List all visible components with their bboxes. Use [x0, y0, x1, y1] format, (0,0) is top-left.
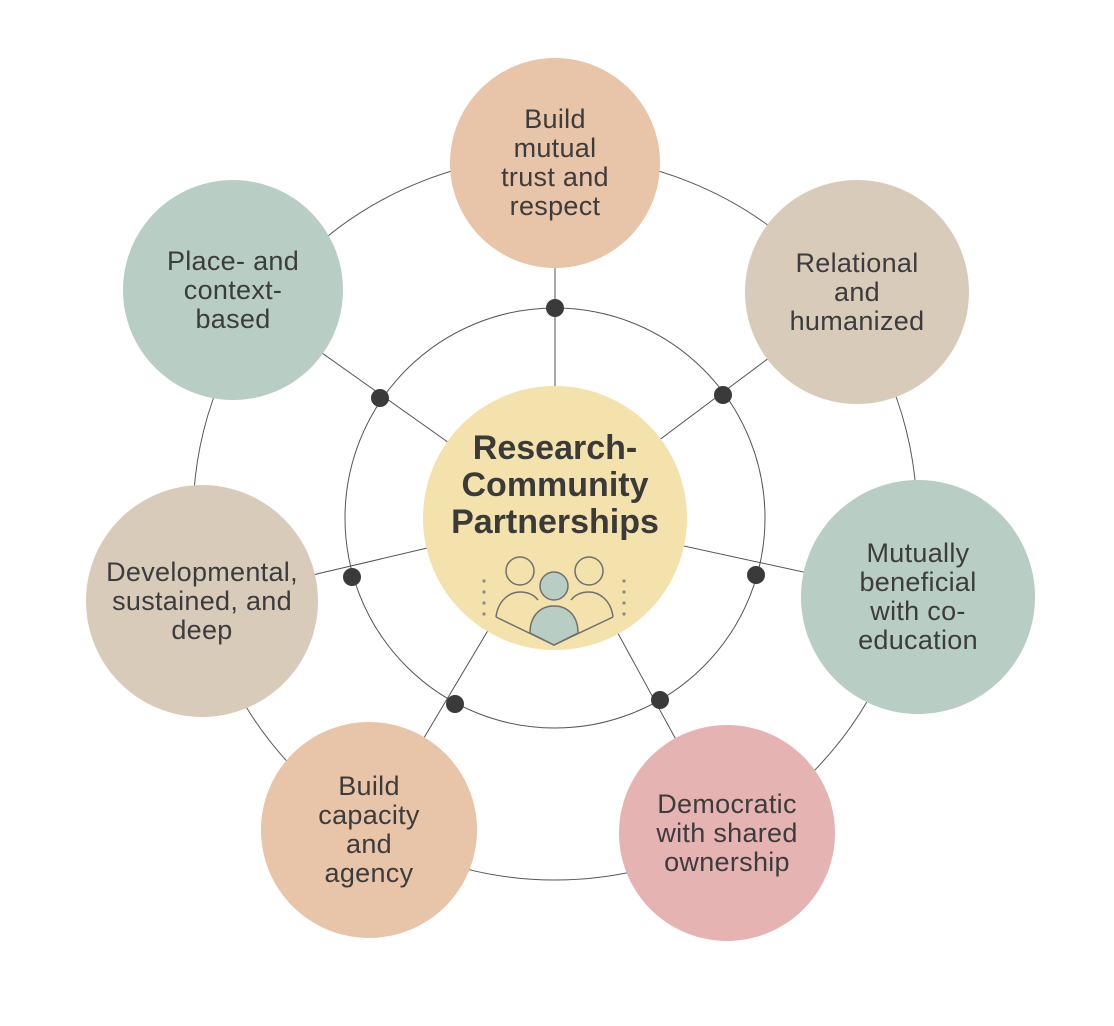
principle-circle: Developmental, sustained, and deep [86, 485, 318, 717]
principle-circle: Build mutual trust and respect [450, 58, 660, 268]
principle-label: Place- and context- based [166, 245, 300, 334]
junction-dot [651, 691, 669, 709]
junction-dot [371, 389, 389, 407]
principle-circle: Build capacity and agency [261, 722, 477, 938]
junction-dot [446, 695, 464, 713]
principle-label: Relational and humanized [789, 247, 925, 336]
junction-dot [714, 386, 732, 404]
principle-circle: Mutually beneficial with co- education [801, 480, 1035, 714]
junction-dot [747, 566, 765, 584]
principle-circle: Relational and humanized [745, 180, 969, 404]
principle-label: Developmental, sustained, and deep [106, 556, 298, 645]
principle-label: Build capacity and agency [318, 771, 420, 888]
principle-circle: Democratic with shared ownership [619, 725, 835, 941]
principle-label: Democratic with shared ownership [656, 788, 798, 877]
principle-circle: Place- and context- based [123, 180, 343, 400]
principle-label: Mutually beneficial with co- education [858, 538, 978, 655]
junction-dot [343, 568, 361, 586]
junction-dot [546, 299, 564, 317]
principle-label: Build mutual trust and respect [501, 104, 609, 221]
center-title: Research- Community Partnerships [451, 429, 659, 541]
